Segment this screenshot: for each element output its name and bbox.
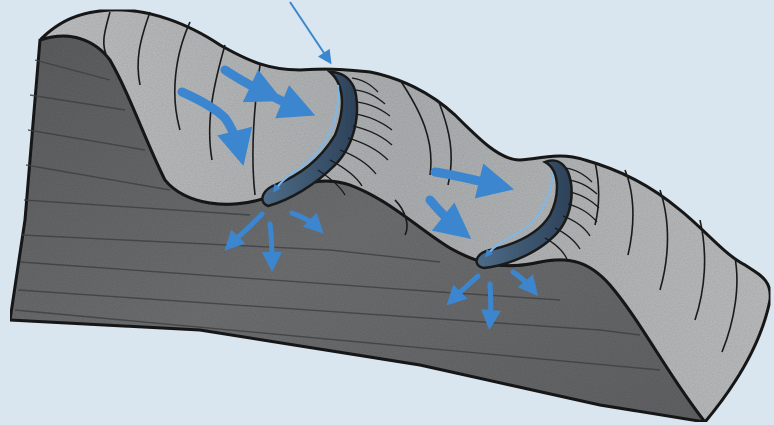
pointer-arrow bbox=[290, 2, 330, 62]
